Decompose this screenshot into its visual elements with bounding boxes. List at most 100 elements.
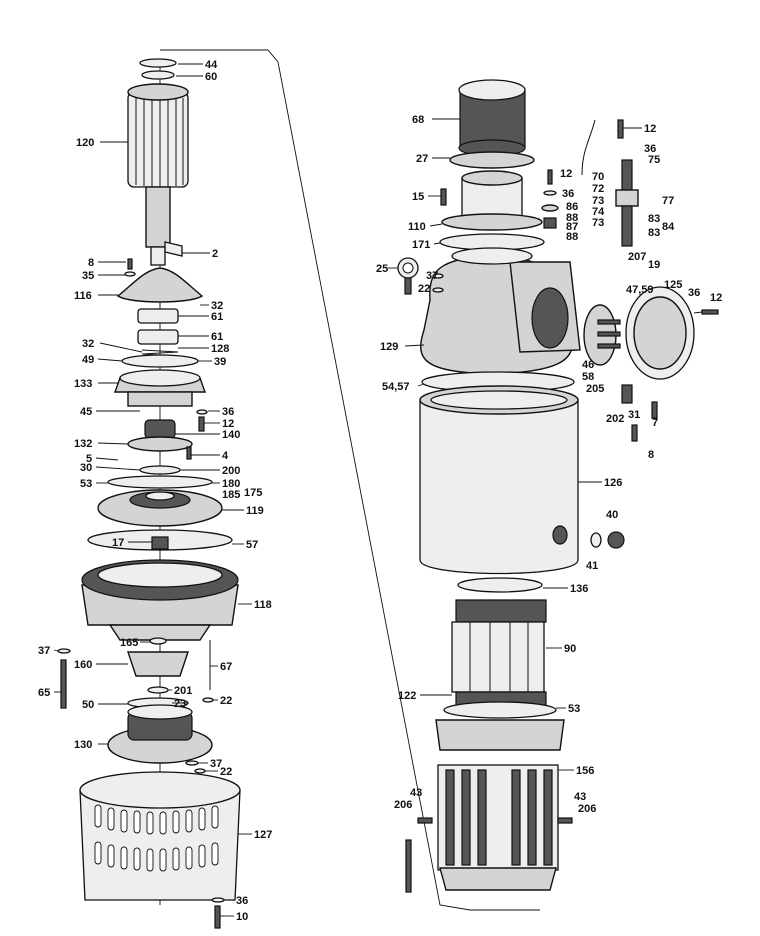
bolt-206-right [557,817,573,824]
callout: 58 [582,371,594,383]
ring-136 [457,577,543,593]
callout: 83 [648,213,660,225]
callout: 50 [82,699,94,711]
suction-elbow [127,651,189,677]
callout: 36 [236,895,248,907]
callout: 130 [74,739,92,751]
callout: 206 [578,803,596,815]
callout: 73 [592,217,604,229]
impeller-nut [151,536,169,550]
callout: 205 [586,383,604,395]
washer-22-lower [194,768,206,774]
long-bolt [60,659,67,709]
outlet-housing [420,247,581,375]
hose-clamp [449,151,535,169]
leader-lines [53,63,703,917]
callout: 45 [80,406,92,418]
callout: 110 [408,221,426,233]
callout: 46 [582,359,594,371]
outlet-coupling [441,170,543,231]
callout: 90 [564,643,576,655]
housing-port [552,525,568,545]
callout: 171 [412,239,430,251]
washer-35 [124,271,136,277]
pump-housing [81,559,239,641]
washer-165 [149,637,167,645]
callout: 22 [220,695,232,707]
callout: 40 [606,509,618,521]
rotor [127,83,189,266]
bolt-8 [631,424,638,442]
callout: 27 [416,153,428,165]
callout: 8 [88,257,94,269]
callout: 31 [628,409,640,421]
washer-22 [202,697,214,703]
callout-labels: 44 60 120 2 8 35 116 32 61 61 32 128 49 … [38,59,722,923]
pin [186,446,192,460]
callout: 12 [710,292,722,304]
cable-gland [615,159,639,247]
callout: 32 [211,300,223,312]
callout: 126 [604,477,622,489]
callout: 200 [222,465,240,477]
impeller [97,489,223,527]
callout: 43 [574,791,586,803]
callout: 12 [560,168,572,180]
callout: 53 [568,703,580,715]
callout: 60 [205,71,217,83]
callout: 4 [222,450,229,462]
plug-40 [607,531,625,549]
callout: 61 [211,311,223,323]
washer-36-center [543,190,557,196]
callout: 84 [662,221,675,233]
callout: 36 [644,143,656,155]
callout: 77 [662,195,674,207]
callout: 72 [592,183,604,195]
callout: 88 [566,231,578,243]
callout: 17 [112,537,124,549]
right-exploded-stack [397,79,719,893]
callout: 47,59 [626,284,654,296]
callout: 74 [592,206,605,218]
callout: 160 [74,659,92,671]
callout: 49 [82,354,94,366]
left-exploded-stack [57,58,241,929]
callout: 202 [606,413,624,425]
callout: 88 [566,212,578,224]
callout: 12 [644,123,656,135]
callout: 19 [648,259,660,271]
screw-12 [198,416,205,432]
washer-41 [590,532,602,548]
callout: 68 [412,114,424,126]
callout: 120 [76,137,94,149]
upper-bearing-cover [116,267,204,303]
shaft-key [164,241,183,257]
callout: 118 [254,599,272,611]
o-ring [121,354,199,368]
callout: 116 [74,290,92,302]
callout: 30 [80,462,92,474]
shaft-seal [144,419,176,439]
callout: 44 [205,59,218,71]
callout: 133 [74,378,92,390]
callout: 12 [222,418,234,430]
callout: 136 [570,583,588,595]
callout: 207 [628,251,646,263]
spring-88 [543,217,557,229]
washer-22-right [432,287,444,293]
callout: 70 [592,171,604,183]
seal-ring [127,436,193,452]
lower-bearing [137,329,179,345]
callout: 65 [38,687,50,699]
screw-15 [440,188,447,206]
ring-53-right [443,701,557,719]
inlet-housing [107,704,213,764]
washer-37-right [432,273,444,279]
bolt-202 [621,384,633,404]
callout: 36 [222,406,234,418]
bearing-housing [114,369,206,407]
grommet-86 [541,204,559,212]
callout: 201 [174,685,192,697]
washer [141,70,175,80]
